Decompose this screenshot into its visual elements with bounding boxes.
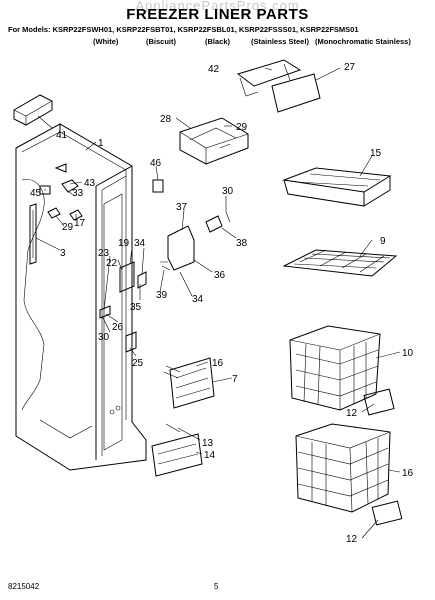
callout-1: 1: [98, 138, 104, 149]
page-number: 5: [214, 582, 219, 591]
leader-lines: [35, 67, 401, 539]
callout-29-left: 29: [62, 222, 74, 233]
callout-30-top: 30: [222, 186, 234, 197]
page-title: FREEZER LINER PARTS: [126, 6, 309, 23]
callout-36: 36: [214, 270, 226, 281]
callout-19: 19: [118, 238, 130, 249]
freezer-liner-part: [15, 123, 147, 471]
callout-13: 14: [204, 450, 216, 461]
callout-16-lower: 13: [202, 438, 214, 449]
variant-stainless: (Stainless Steel): [251, 37, 309, 46]
upper-shelf-part: [282, 167, 392, 207]
callout-34-lower: 34: [192, 294, 204, 305]
callout-28: 28: [160, 114, 172, 125]
callout-17: 17: [74, 218, 86, 229]
callout-42: 42: [208, 64, 220, 75]
left-side-hardware: [29, 163, 83, 265]
callout-23: 23: [98, 248, 110, 259]
callout-43: 43: [84, 178, 96, 189]
callout-38: 38: [236, 238, 248, 249]
callout-35: 35: [130, 302, 142, 313]
callout-12-lower: 12: [346, 534, 358, 545]
callout-10: 10: [402, 348, 414, 359]
wire-shelf-part: [282, 249, 398, 277]
hinge-cover-part: [236, 59, 321, 113]
callout-41: 41: [56, 130, 68, 141]
callout-37: 37: [176, 202, 188, 213]
models-line: For Models: KSRP22FSWH01, KSRP22FSBT01, …: [8, 25, 359, 34]
callout-26: 26: [112, 322, 124, 333]
callout-12-upper: 12: [346, 408, 358, 419]
callout-16-upper: 16: [212, 358, 224, 369]
center-hardware: [99, 179, 231, 353]
basket-front-lower-part: [371, 500, 403, 526]
upper-housing-part: [179, 117, 249, 165]
variant-black: (Black): [205, 37, 231, 46]
callout-3: 3: [60, 248, 66, 259]
callout-27: 27: [344, 62, 356, 73]
top-trim-part: [13, 94, 53, 126]
callout-22: 22: [106, 258, 118, 269]
rail-part: [163, 357, 215, 409]
variant-white: (White): [93, 37, 119, 46]
callout-labels: 41 1 3 43 33 45 29 17 42 27 28 29 30 15 …: [30, 62, 414, 545]
callout-9: 9: [380, 236, 386, 247]
variant-monochromatic: (Monochromatic Stainless): [315, 37, 411, 46]
callout-14: 15: [370, 148, 382, 159]
callout-46: 46: [150, 158, 162, 169]
basket-front-upper-part: [363, 388, 395, 416]
lower-basket-part: [295, 423, 391, 513]
callout-15: 16: [402, 468, 414, 479]
callout-30-lower: 30: [98, 332, 110, 343]
callout-25: 25: [132, 358, 144, 369]
upper-basket-part: [289, 325, 381, 411]
variant-biscuit: (Biscuit): [146, 37, 176, 46]
watermark: AppliancePartsPros.com: [135, 0, 300, 13]
callout-33: 33: [72, 188, 84, 199]
callout-45: 45: [30, 188, 42, 199]
bottom-rail-part: [151, 423, 203, 477]
document-number: 8215042: [8, 582, 40, 591]
callout-7: 7: [232, 374, 238, 385]
callout-39: 39: [156, 290, 168, 301]
callout-29-top: 29: [236, 122, 248, 133]
callout-34-upper: 34: [134, 238, 146, 249]
